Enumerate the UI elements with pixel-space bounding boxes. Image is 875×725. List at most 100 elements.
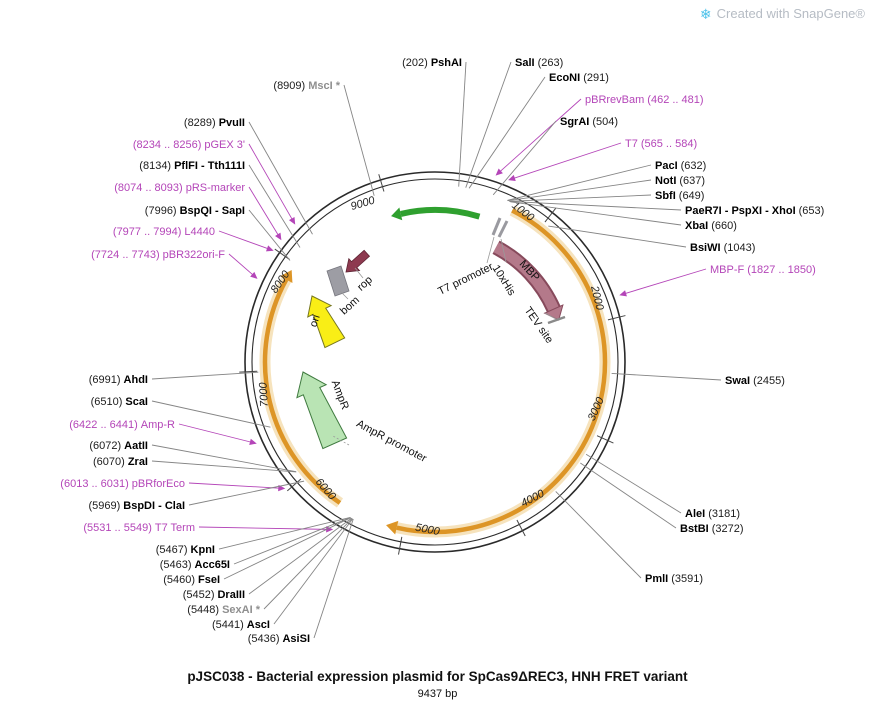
callout-line [507, 164, 652, 201]
primer-arrowhead [619, 290, 627, 297]
site-label: (5467)KpnI [156, 544, 215, 556]
site-bsiwi: BsiWI(1043) [548, 225, 755, 254]
site-prs-marker: (8074 .. 8093)pRS-marker [114, 182, 282, 241]
site-label: PmlI(3591) [645, 573, 703, 585]
site-draiii: (5452)DraIII [183, 517, 352, 601]
site-label: (202)PshAI [402, 57, 462, 69]
site-pmli: PmlI(3591) [555, 491, 703, 585]
site-pbrforeco: (6013 .. 6031)pBRforEco [60, 478, 286, 492]
site-econi: EcoNI(291) [468, 72, 609, 189]
site-sali: SalI(263) [465, 57, 563, 188]
callout-line [228, 253, 254, 276]
ampr-promoter-label: AmpR promoter [354, 418, 428, 465]
connector-tev [544, 312, 557, 320]
primer-arrowhead [508, 174, 516, 181]
t7-promoter-label: T7 promoter [436, 261, 495, 298]
callout-line [223, 517, 352, 580]
callout-line [548, 225, 687, 248]
site-sexai: (5448)SexAI * [187, 518, 353, 616]
scale-tick-6000 [287, 478, 302, 492]
site-t7: T7(565 .. 584) [508, 138, 697, 181]
site-label: AleI(3181) [685, 508, 740, 520]
site-paci: PacI(632) [507, 160, 706, 201]
site-pvuii: (8289)PvuII [184, 117, 313, 235]
site-label: (7977 .. 7994)L4440 [113, 226, 215, 238]
scale-label-7000: 7000 [257, 381, 270, 407]
site-label: (8234 .. 8256)pGEX 3' [133, 139, 245, 151]
site-label: (6991)AhdI [89, 374, 148, 386]
primer-arrowhead [249, 438, 257, 445]
callout-line [509, 194, 652, 202]
site-pshai: (202)PshAI [402, 57, 467, 187]
callout-line [513, 142, 622, 179]
site-label: (5436)AsiSI [248, 633, 310, 645]
callout-line [248, 164, 301, 248]
site-acc65i: (5463)Acc65I [160, 517, 351, 571]
site-sbfi: SbfI(649) [509, 190, 704, 202]
plasmid-title: pJSC038 - Bacterial expression plasmid f… [187, 669, 688, 684]
primer-arrowhead [288, 216, 296, 225]
site-label: SgrAI(504) [560, 116, 618, 128]
callout-line [580, 462, 677, 529]
callout-line [178, 423, 252, 443]
orf-main-halo [395, 205, 611, 538]
callout-line [248, 121, 313, 235]
connector-rop [354, 267, 364, 279]
site-scai: (6510)ScaI [91, 396, 271, 428]
callout-line [465, 61, 512, 188]
callout-line [555, 491, 642, 579]
ori-label: ori [308, 313, 323, 328]
site-paer7i-pspxi-xhoi: PaeR7I - PspXI - XhoI(653) [509, 201, 824, 217]
callout-line [507, 179, 652, 202]
site-amp-r: (6422 .. 6441)Amp-R [69, 419, 257, 445]
callout-line [313, 518, 354, 639]
callout-line [248, 517, 352, 595]
primer-arrowhead [265, 245, 274, 252]
site-sgrai: SgrAI(504) [492, 116, 618, 196]
site-label: (5969)BspDI - ClaI [88, 500, 185, 512]
callout-line [585, 453, 682, 514]
tev-tick [547, 315, 566, 325]
site-label: (5460)FseI [163, 574, 220, 586]
primer-arrowhead [275, 232, 282, 241]
scale-tick-9000 [378, 174, 385, 192]
site-label: BstBI(3272) [680, 523, 744, 535]
orf-left-arrowhead [280, 269, 293, 283]
scale-tick-5000 [397, 536, 403, 555]
site-label: (5531 .. 5549)T7 Term [83, 522, 195, 534]
scale-tick-4000 [516, 519, 526, 537]
rop-arrow [345, 249, 371, 273]
orf-left-arc [262, 278, 342, 505]
site-mbp-f: MBP-F(1827 .. 1850) [619, 264, 816, 297]
site-label: (6070)ZraI [93, 456, 148, 468]
callout-line [151, 371, 259, 380]
site-pbrrevbam: pBRrevBam(462 .. 481) [495, 94, 704, 176]
callout-line [499, 98, 582, 172]
site-label: SalI(263) [515, 57, 563, 69]
site-fsei: (5460)FseI [163, 517, 352, 586]
callout-line [151, 444, 297, 473]
scale-tick-8000 [274, 248, 290, 260]
callout-line [492, 120, 557, 196]
bom-label: bom [338, 294, 362, 317]
site-pflfi-tth111i: (8134)PflFI - Tth111I [139, 160, 301, 248]
callout-line [273, 518, 354, 625]
primer-arrowhead [495, 168, 503, 176]
scale-label-9000: 9000 [349, 194, 377, 213]
site-aatii: (6072)AatII [89, 440, 297, 473]
plasmid-length: 9437 bp [417, 688, 458, 700]
callout-line [233, 517, 351, 565]
scale-label-5000: 5000 [414, 522, 441, 538]
bom-feature [326, 265, 350, 297]
callout-line [151, 400, 271, 428]
outer-ring [244, 171, 626, 553]
site-label: XbaI(660) [685, 220, 737, 232]
site-kpni: (5467)KpnI [156, 516, 351, 556]
callout-line [188, 480, 305, 506]
feature-top-green-arrowhead [391, 207, 403, 221]
feature-top-green-arc [400, 207, 481, 220]
callout-line [248, 186, 279, 236]
site-label: (5463)Acc65I [160, 559, 230, 571]
connector-bom [339, 290, 349, 300]
